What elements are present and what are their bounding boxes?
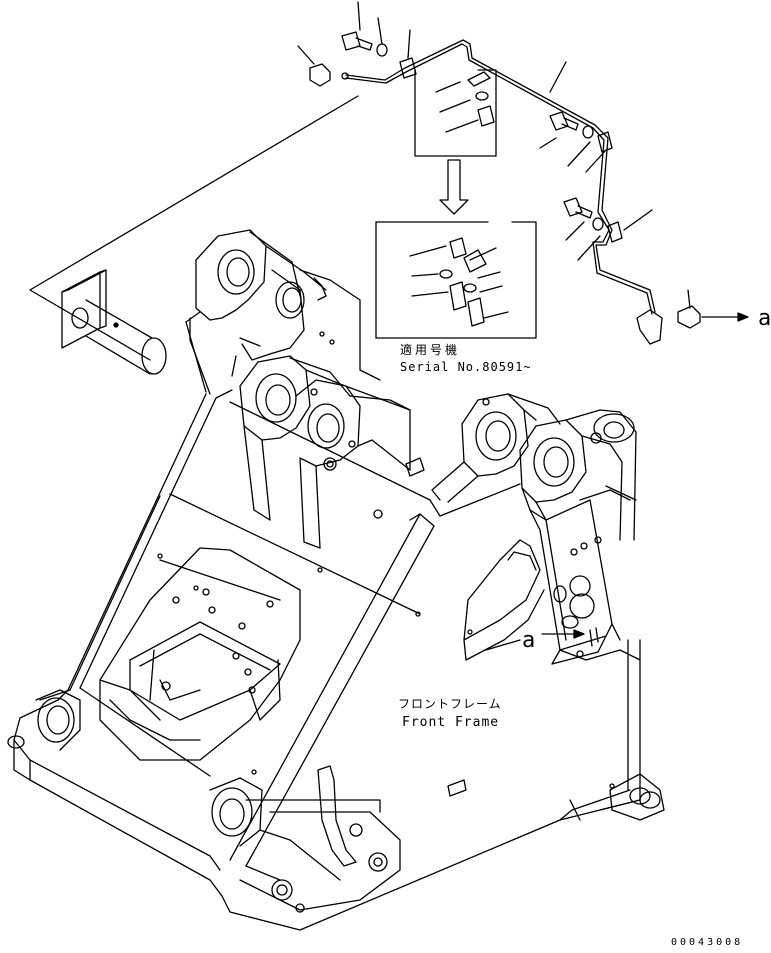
detail-box-top bbox=[414, 69, 497, 157]
arrow-a-mid bbox=[573, 629, 585, 639]
diagram-code: 00043008 bbox=[671, 937, 744, 948]
detail-box-serial bbox=[375, 221, 537, 339]
front-frame-label-en: Front Frame bbox=[402, 715, 500, 730]
lube-pipe bbox=[345, 39, 656, 313]
connector-label-right: a bbox=[758, 306, 771, 331]
right-tower-inner bbox=[431, 393, 561, 503]
pipe-fitting-left bbox=[309, 63, 331, 87]
elbow-fitting bbox=[677, 305, 701, 329]
pipe-bolt-3 bbox=[563, 197, 593, 219]
pipe-clip-top bbox=[399, 57, 417, 79]
top-bolt-1 bbox=[341, 31, 373, 51]
right-gusset bbox=[463, 539, 641, 661]
left-boss bbox=[37, 697, 75, 743]
lube-pipe-assembly bbox=[297, 1, 749, 345]
bottom-boss bbox=[211, 787, 253, 837]
applicable-units-label: 適用号機 bbox=[400, 343, 461, 357]
pivot-pin bbox=[61, 269, 167, 375]
front-frame-label-jp: フロントフレーム bbox=[398, 697, 502, 711]
pin-leader-line bbox=[29, 95, 359, 361]
right-vertical-plate bbox=[539, 499, 613, 651]
pipe-clip-mid bbox=[597, 131, 613, 153]
pipe-clip-low bbox=[607, 221, 623, 243]
bottom-fin bbox=[317, 765, 357, 867]
right-boss bbox=[609, 773, 665, 821]
connector-label-mid: a bbox=[522, 628, 536, 653]
right-tower-outer bbox=[519, 409, 637, 665]
left-tower bbox=[185, 229, 381, 395]
center-tower bbox=[239, 331, 411, 549]
top-washer-1 bbox=[376, 43, 388, 57]
center-tab bbox=[447, 779, 467, 797]
detail-arrow-down bbox=[439, 159, 469, 215]
frame-body bbox=[7, 389, 665, 931]
pipe-bolt-2 bbox=[549, 111, 579, 131]
serial-number-label: Serial No.80591~ bbox=[400, 360, 532, 374]
arrow-a-right bbox=[737, 312, 749, 322]
frame-opening bbox=[99, 547, 301, 761]
pipe-end-clamp bbox=[636, 309, 663, 345]
